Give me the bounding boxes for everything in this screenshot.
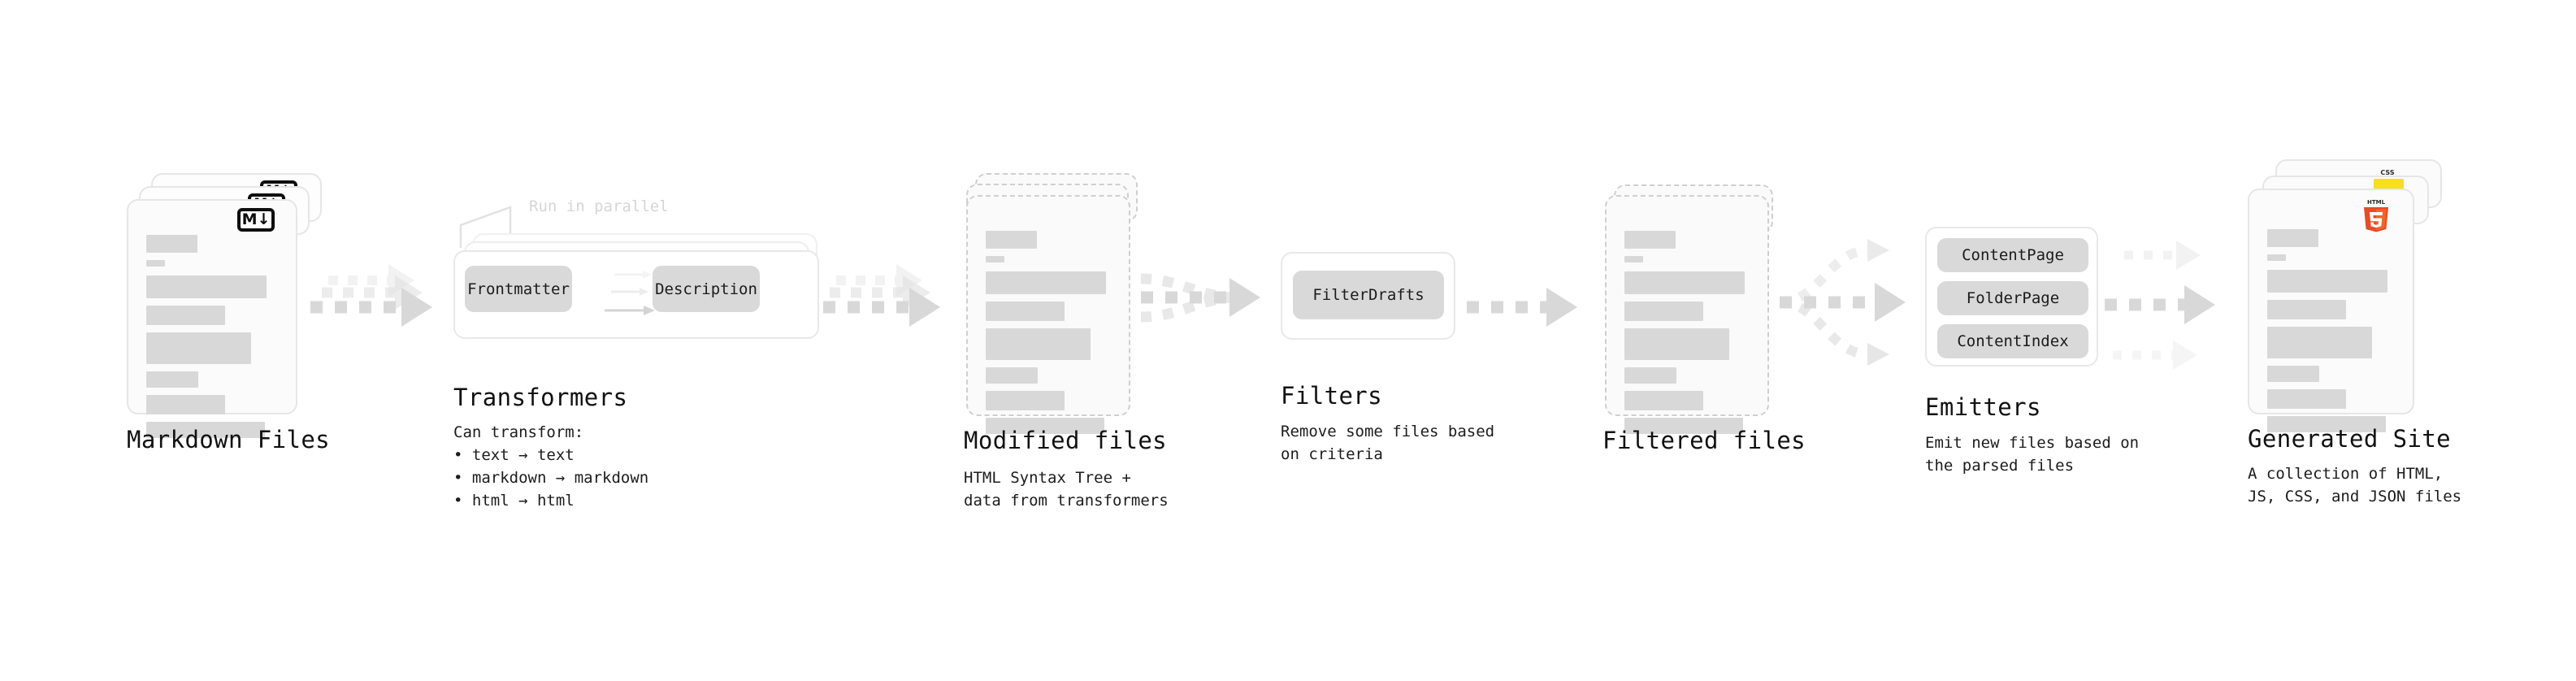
markdown-card-front: M↓ [127,199,297,438]
arrow-filtered-to-emitters [1779,239,1906,366]
pill-folderpage[interactable]: FolderPage [1937,281,2088,315]
pill-description[interactable]: Description [653,266,760,312]
svg-text:CSS: CSS [2380,169,2394,176]
filtered-card-front [1605,195,1769,434]
doc-lines [986,231,1111,434]
pill-contentpage[interactable]: ContentPage [1937,238,2088,272]
stage-heading-modified-files: Modified files [964,427,1168,454]
stage-desc-filters: Remove some files based on criteria [1281,423,1495,463]
generated-card-front: HTML [2248,189,2414,432]
stage-heading-filters: Filters [1281,382,1383,410]
arrow-transformers-to-modified [823,264,940,327]
modified-card-front [966,195,1130,434]
arrow-markdown-to-transformers [310,264,432,327]
doc-lines [146,235,278,438]
html5-badge: HTML [2364,199,2388,232]
arrow-filters-to-filtered [1467,288,1577,327]
transformers-box-front: Frontmatter Description [453,250,819,339]
stage-desc-modified-files: HTML Syntax Tree + data from transformer… [964,469,1169,510]
run-in-parallel-note: Run in parallel [529,197,669,215]
stage-desc-emitters: Emit new files based on the parsed files [1925,434,2140,475]
stage-heading-emitters: Emitters [1925,393,2041,421]
pill-filterdrafts[interactable]: FilterDrafts [1293,271,1444,319]
stage-heading-filtered-files: Filtered files [1602,427,1806,454]
emitters-box: ContentPage FolderPage ContentIndex [1925,227,2098,367]
pill-frontmatter[interactable]: Frontmatter [465,266,572,312]
stage-heading-generated-site: Generated Site [2248,425,2452,453]
svg-text:HTML: HTML [2367,199,2386,206]
doc-lines [1624,231,1750,434]
arrow-modified-to-filters [1140,273,1260,323]
doc-lines [2267,229,2395,432]
pill-contentindex[interactable]: ContentIndex [1937,324,2088,358]
filters-box: FilterDrafts [1281,252,1455,340]
stage-heading-transformers: Transformers [453,384,628,411]
stage-desc-generated-site: A collection of HTML, JS, CSS, and JSON … [2248,465,2462,505]
markdown-badge-front: M↓ [237,208,275,232]
arrow-emitters-to-generated [2105,241,2215,370]
stage-desc-transformers: Can transform: • text → text • markdown … [453,423,649,510]
stage-heading-markdown-files: Markdown Files [127,426,331,453]
